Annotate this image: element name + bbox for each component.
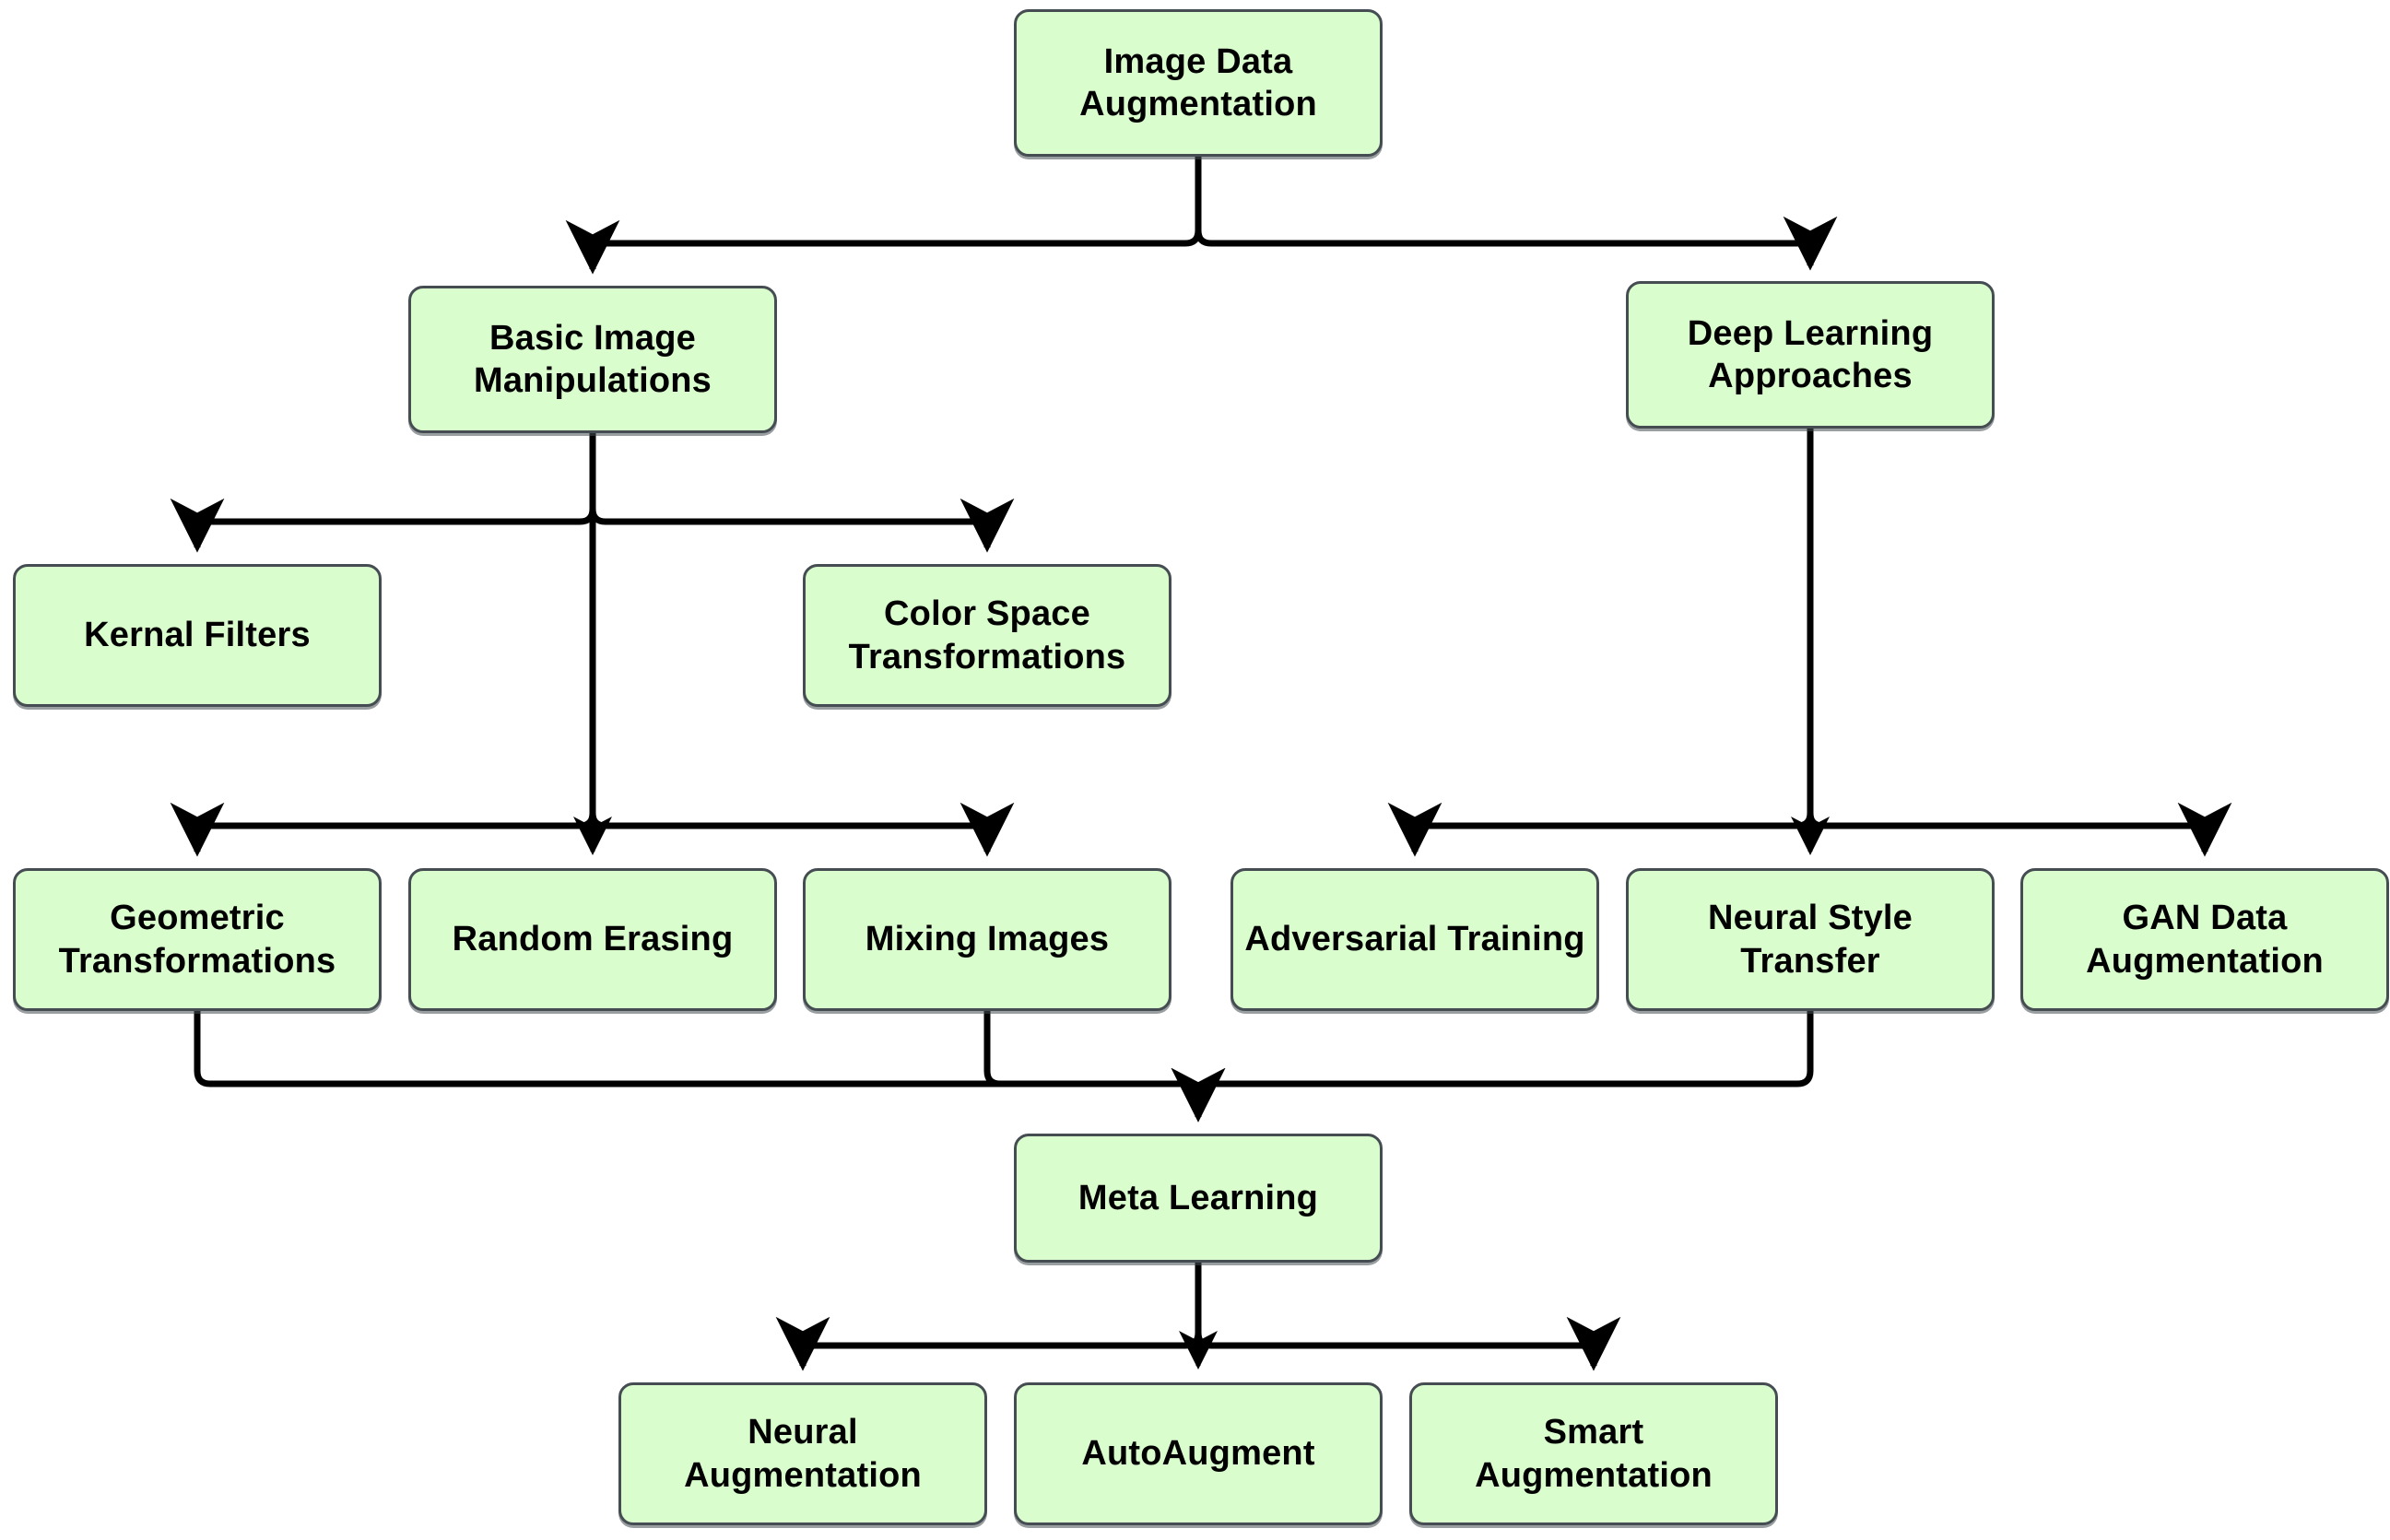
edge-style-to-meta	[1171, 1011, 1814, 1123]
edge-basic-to-geometric	[170, 756, 596, 857]
node-style[interactable]: Neural Style Transfer	[1626, 868, 1995, 1011]
edge-deep-to-gan	[1807, 756, 2232, 857]
node-erasing[interactable]: Random Erasing	[408, 868, 777, 1011]
edge-basic-to-colorspace	[589, 433, 1015, 553]
node-geometric[interactable]: Geometric Transformations	[13, 868, 382, 1011]
node-meta[interactable]: Meta Learning	[1014, 1134, 1383, 1263]
edge-root-to-deep	[1195, 157, 1838, 271]
edge-meta-to-smartaug	[1195, 1263, 1621, 1371]
edge-basic-to-mixing	[589, 756, 1015, 857]
edge-meta-to-neuralaug	[775, 1263, 1202, 1371]
edge-basic-to-kernal	[170, 433, 596, 553]
edge-root-to-basic	[565, 157, 1202, 275]
edge-mixing-to-meta	[983, 1011, 1226, 1123]
node-gan[interactable]: GAN Data Augmentation	[2020, 868, 2389, 1011]
node-autoaugment[interactable]: AutoAugment	[1014, 1382, 1383, 1525]
node-colorspace[interactable]: Color Space Transformations	[803, 564, 1171, 707]
node-deep[interactable]: Deep Learning Approaches	[1626, 281, 1995, 429]
node-root[interactable]: Image Data Augmentation	[1014, 9, 1383, 157]
node-smartaug[interactable]: Smart Augmentation	[1409, 1382, 1778, 1525]
node-neuralaug[interactable]: Neural Augmentation	[618, 1382, 987, 1525]
node-kernal[interactable]: Kernal Filters	[13, 564, 382, 707]
node-adversarial[interactable]: Adversarial Training	[1230, 868, 1599, 1011]
node-basic[interactable]: Basic Image Manipulations	[408, 286, 777, 433]
edge-geometric-to-meta	[194, 1011, 1226, 1123]
node-mixing[interactable]: Mixing Images	[803, 868, 1171, 1011]
edge-deep-to-adversarial	[1387, 756, 1814, 857]
